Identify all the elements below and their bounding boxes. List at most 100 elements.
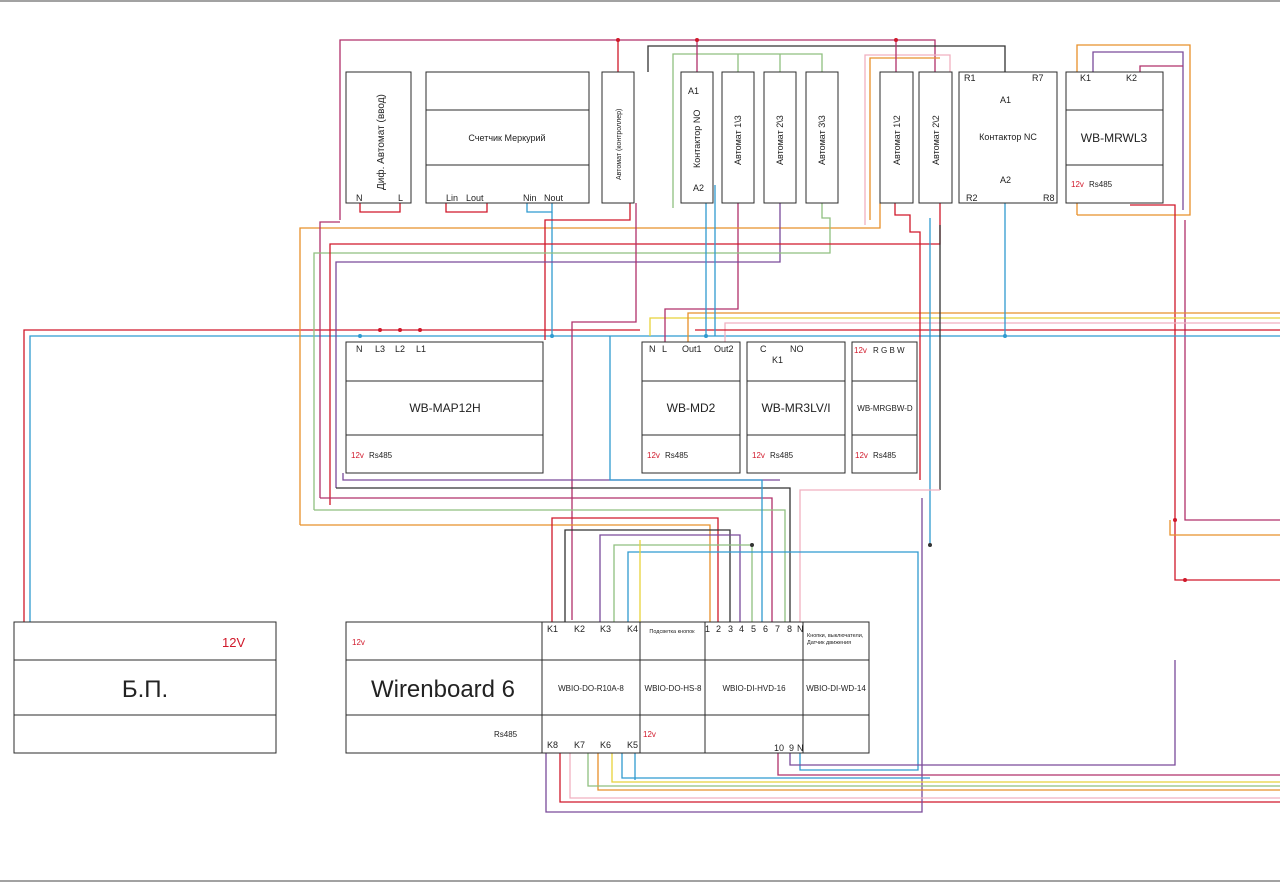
map12h-n: N xyxy=(356,344,363,354)
mrgbw-rgbw: R G B W xyxy=(873,346,905,355)
dor10-k8: K8 xyxy=(547,740,558,750)
contactor-no: A1 Контактор NO A2 xyxy=(680,71,714,204)
diwd-note-1: Кнопки, выключатели, xyxy=(807,633,864,639)
dif-terminal-n: N xyxy=(356,193,363,203)
breaker-1-2-label: Автомат 1\2 xyxy=(892,115,902,165)
dihvd-t6: 6 xyxy=(763,624,768,634)
contactor-nc-r8: R8 xyxy=(1043,193,1055,203)
power-supply: 12V Б.П. xyxy=(13,621,277,754)
dihvd-t5: 5 xyxy=(751,624,756,634)
dor10-k7: K7 xyxy=(574,740,585,750)
contactor-nc-r2: R2 xyxy=(966,193,978,203)
mr3lv-rs485: Rs485 xyxy=(770,451,794,460)
wb-rs485: Rs485 xyxy=(494,730,518,739)
wb-mrgbw-d: 12v R G B W WB-MRGBW-D 12v Rs485 xyxy=(851,341,918,474)
contactor-no-a1: A1 xyxy=(688,86,699,96)
map12h-label: WB-MAP12H xyxy=(409,401,480,415)
dohs-12v: 12v xyxy=(643,730,656,739)
dihvd-bn: N xyxy=(797,743,804,753)
mr3lv-label: WB-MR3LV/I xyxy=(761,401,830,415)
meter-mercury: Счетчик Меркурий Lin Lout Nin Nout xyxy=(425,71,590,204)
breaker-2-2-label: Автомат 2\2 xyxy=(931,115,941,165)
contactor-no-label: Контактор NO xyxy=(692,110,702,168)
meter-lout: Lout xyxy=(466,193,484,203)
mr3lv-k1: K1 xyxy=(772,355,783,365)
mrwl3-12v: 12v xyxy=(1071,180,1084,189)
breaker-1-3: Автомат 1\3 xyxy=(721,71,755,204)
contactor-nc-a2: A2 xyxy=(1000,175,1011,185)
contactor-no-a2: A2 xyxy=(693,183,704,193)
meter-nout: Nout xyxy=(544,193,564,203)
map12h-12v: 12v xyxy=(351,451,364,460)
dihvd-tn: N xyxy=(797,624,804,634)
breaker-2-3-label: Автомат 2\3 xyxy=(775,115,785,165)
dor10-k6: K6 xyxy=(600,740,611,750)
md2-label: WB-MD2 xyxy=(667,401,716,415)
dihvd-t8: 8 xyxy=(787,624,792,634)
psu-label: Б.П. xyxy=(122,676,168,703)
breaker-1-2: Автомат 1\2 xyxy=(879,71,914,204)
mrgbw-label: WB-MRGBW-D xyxy=(857,404,913,413)
breaker-3-3: Автомат 3\3 xyxy=(805,71,839,204)
dihvd-t4: 4 xyxy=(739,624,744,634)
contactor-nc-label: Контактор NC xyxy=(979,132,1037,142)
mrwl3-k1: K1 xyxy=(1080,73,1091,83)
dihvd-b10: 10 xyxy=(774,743,784,753)
md2-out2: Out2 xyxy=(714,344,734,354)
map12h-rs485: Rs485 xyxy=(369,451,393,460)
dif-terminal-l: L xyxy=(398,193,403,203)
wb-label: Wirenboard 6 xyxy=(371,676,515,703)
dohs-note: Подсветка кнопок xyxy=(649,629,695,635)
mr3lv-12v: 12v xyxy=(752,451,765,460)
md2-rs485: Rs485 xyxy=(665,451,689,460)
mr3lv-no: NO xyxy=(790,344,804,354)
md2-12v: 12v xyxy=(647,451,660,460)
mrgbw-12v-bottom: 12v xyxy=(855,451,868,460)
contactor-nc-r7: R7 xyxy=(1032,73,1044,83)
contactor-nc-r1: R1 xyxy=(964,73,976,83)
dihvd-t7: 7 xyxy=(775,624,780,634)
wirenboard-6: 12v Wirenboard 6 Rs485 K1 K2 K3 K4 WBIO-… xyxy=(345,621,870,754)
contactor-nc-a1: A1 xyxy=(1000,95,1011,105)
breaker-2-2: Автомат 2\2 xyxy=(918,71,953,204)
dor10-label: WBIO-DO-R10A-8 xyxy=(558,684,624,693)
mrgbw-12v: 12v xyxy=(854,346,867,355)
md2-l: L xyxy=(662,344,667,354)
map12h-l3: L3 xyxy=(375,344,385,354)
mrgbw-rs485: Rs485 xyxy=(873,451,897,460)
dif-breaker-label: Диф. Автомат (ввод) xyxy=(375,94,387,190)
dihvd-t1: 1 xyxy=(705,624,710,634)
meter-nin: Nin xyxy=(523,193,537,203)
dohs-label: WBIO-DO-HS-8 xyxy=(645,684,702,693)
mrwl3-rs485: Rs485 xyxy=(1089,180,1113,189)
md2-n: N xyxy=(649,344,656,354)
dor10-k3: K3 xyxy=(600,624,611,634)
wb-map12h: N L3 L2 L1 WB-MAP12H 12v Rs485 xyxy=(345,341,544,474)
psu-12v: 12V xyxy=(222,635,245,650)
wb-mr3lv: C NO K1 WB-MR3LV/I 12v Rs485 xyxy=(746,341,846,474)
controller-breaker: Автомат (контроллер) xyxy=(601,71,635,204)
dor10-k4: K4 xyxy=(627,624,638,634)
map12h-l2: L2 xyxy=(395,344,405,354)
md2-out1: Out1 xyxy=(682,344,702,354)
breaker-1-3-label: Автомат 1\3 xyxy=(733,115,743,165)
mrwl3-k2: K2 xyxy=(1126,73,1137,83)
dihvd-t3: 3 xyxy=(728,624,733,634)
mrwl3-label: WB-MRWL3 xyxy=(1081,131,1148,145)
dor10-k2: K2 xyxy=(574,624,585,634)
map12h-l1: L1 xyxy=(416,344,426,354)
breaker-2-3: Автомат 2\3 xyxy=(763,71,797,204)
contactor-nc: R1 R7 A1 Контактор NC A2 R2 R8 xyxy=(958,71,1058,204)
diwd-label: WBIO-DI-WD-14 xyxy=(806,684,866,693)
mr3lv-c: C xyxy=(760,344,767,354)
wires xyxy=(23,39,1280,813)
wb-mrwl3: K1 K2 WB-MRWL3 12v Rs485 xyxy=(1065,71,1164,204)
dihvd-t2: 2 xyxy=(716,624,721,634)
dihvd-b9: 9 xyxy=(789,743,794,753)
wb-md2: N L Out1 Out2 WB-MD2 12v Rs485 xyxy=(641,341,741,474)
dor10-k1: K1 xyxy=(547,624,558,634)
controller-breaker-label: Автомат (контроллер) xyxy=(616,109,623,180)
wb-12v: 12v xyxy=(352,638,365,647)
dif-breaker: Диф. Автомат (ввод) N L xyxy=(345,71,412,204)
